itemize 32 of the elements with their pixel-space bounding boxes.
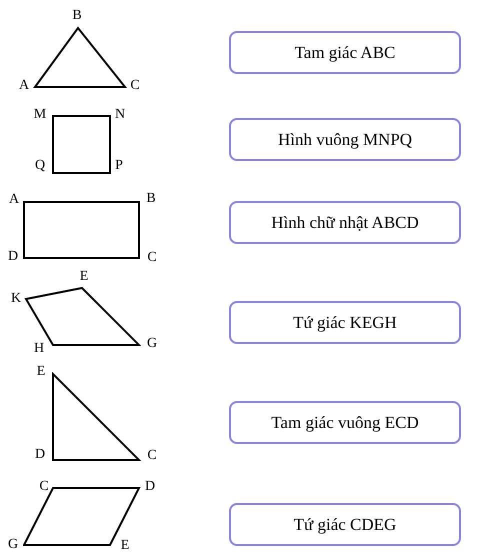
answer-card: Tam giác vuông ECD: [229, 401, 461, 444]
vertex-label: D: [34, 448, 46, 462]
answer-card: Tứ giác CDEG: [229, 503, 461, 546]
vertex-label: C: [130, 79, 140, 93]
answer-card: Tam giác ABC: [229, 31, 461, 74]
square-shape: [51, 114, 112, 175]
vertex-label: A: [18, 79, 30, 93]
vertex-label: Q: [34, 159, 46, 173]
vertex-label: A: [8, 193, 20, 207]
answer-card: Hình chữ nhật ABCD: [229, 201, 461, 244]
vertex-label: E: [80, 270, 88, 284]
vertex-label: M: [34, 108, 46, 122]
vertex-label: G: [8, 538, 18, 552]
vertex-label: E: [36, 365, 46, 379]
rectangle-shape: [22, 200, 141, 260]
vertex-label: B: [146, 192, 156, 206]
vertex-label: H: [34, 342, 44, 356]
vertex-label: D: [8, 250, 18, 264]
answer-card: Tứ giác KEGH: [229, 301, 461, 344]
vertex-label: C: [147, 449, 157, 463]
triangle-shape: [51, 372, 141, 462]
vertex-label: K: [10, 292, 22, 306]
vertex-label: B: [72, 9, 82, 23]
vertex-label: C: [39, 480, 49, 494]
vertex-label: N: [114, 108, 126, 122]
triangle-shape: [33, 26, 127, 89]
vertex-label: G: [146, 337, 158, 351]
answer-card: Hình vuông MNPQ: [229, 118, 461, 161]
vertex-label: D: [144, 480, 156, 494]
vertex-label: C: [147, 251, 157, 265]
vertex-label: E: [120, 539, 130, 553]
vertex-label: P: [115, 159, 123, 173]
